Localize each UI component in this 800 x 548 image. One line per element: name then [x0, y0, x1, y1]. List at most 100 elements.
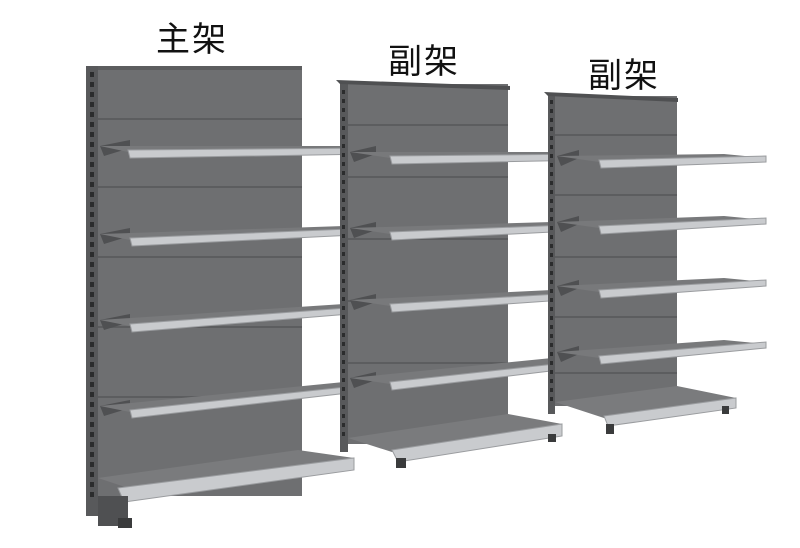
upright-slot: [90, 122, 94, 127]
upright-slot: [90, 462, 94, 467]
upright-slot: [90, 342, 94, 347]
upright-slot: [90, 202, 94, 207]
sub-unit-1-label: 副架: [388, 42, 460, 82]
upright-slot: [550, 235, 553, 239]
upright-slot: [550, 307, 553, 311]
upright-slot: [90, 302, 94, 307]
upright-slot: [90, 152, 94, 157]
upright-slot: [550, 208, 553, 212]
upright-slot: [90, 262, 94, 267]
upright-slot: [342, 117, 345, 121]
panel-groove: [98, 186, 302, 188]
upright-slot: [90, 162, 94, 167]
sub1-base-deck: [348, 414, 562, 452]
panel-groove: [98, 118, 302, 120]
shelf-bracket: [557, 280, 579, 296]
upright-slot: [550, 388, 553, 392]
upright-slot: [90, 192, 94, 197]
upright-slot: [342, 405, 345, 409]
upright-slot: [342, 216, 345, 220]
upright-slot: [90, 382, 94, 387]
upright-slot: [342, 126, 345, 130]
main-base-deck: [98, 450, 354, 492]
upright-slot: [90, 102, 94, 107]
upright-slot: [342, 153, 345, 157]
upright-slot: [90, 432, 94, 437]
upright-slot: [90, 442, 94, 447]
shelf-deck: [350, 290, 592, 306]
upright-slot: [550, 352, 553, 356]
upright-slot: [90, 112, 94, 117]
panel-groove: [348, 238, 508, 240]
upright-slot: [342, 396, 345, 400]
upright-slot: [550, 244, 553, 248]
upright-slot: [90, 292, 94, 297]
main-shelves: [100, 140, 375, 419]
upright-slot: [342, 225, 345, 229]
upright-slot: [342, 324, 345, 328]
upright-slot: [550, 136, 553, 140]
sub1-foot-2: [548, 434, 556, 442]
panel-groove: [555, 372, 677, 374]
shelf-bracket: [350, 222, 376, 238]
upright-slot: [342, 351, 345, 355]
shelf-deck: [557, 340, 766, 358]
upright-slot: [550, 109, 553, 113]
main-back-panel: [98, 66, 302, 496]
panel-groove: [98, 326, 302, 328]
main-foot: [118, 518, 132, 528]
upright-slot: [90, 482, 94, 487]
shelf-bracket: [350, 372, 376, 388]
upright-slot: [342, 288, 345, 292]
shelf-front-lip: [127, 147, 373, 159]
sub1-top-hook: [336, 80, 510, 90]
main-upright-post: [86, 66, 98, 516]
upright-slot: [90, 182, 94, 187]
sub2-base-lip: [603, 397, 737, 427]
upright-slot: [90, 232, 94, 237]
upright-slot: [90, 492, 94, 497]
shelf-front-lip: [598, 217, 767, 235]
upright-slot: [342, 234, 345, 238]
upright-slot: [342, 378, 345, 382]
upright-slot: [90, 332, 94, 337]
upright-slot: [342, 99, 345, 103]
upright-slot: [90, 92, 94, 97]
upright-slot: [90, 142, 94, 147]
shelf-bracket: [557, 216, 579, 232]
upright-slot: [342, 135, 345, 139]
upright-slot: [90, 392, 94, 397]
upright-slot: [550, 370, 553, 374]
upright-slot: [342, 315, 345, 319]
shelf-deck: [557, 278, 766, 292]
upright-slot: [342, 252, 345, 256]
shelf-deck: [100, 304, 374, 326]
main-upright-slots: [90, 72, 94, 497]
shelf-bracket: [350, 294, 376, 310]
upright-slot: [90, 72, 94, 77]
sub-shelf-unit-2: [544, 92, 767, 434]
upright-slot: [550, 172, 553, 176]
upright-slot: [342, 162, 345, 166]
upright-slot: [342, 369, 345, 373]
shelf-deck: [557, 216, 766, 228]
upright-slot: [550, 253, 553, 257]
sub2-base-deck: [555, 386, 736, 418]
upright-slot: [90, 82, 94, 87]
upright-slot: [550, 298, 553, 302]
panel-groove: [555, 134, 677, 136]
upright-slot: [342, 189, 345, 193]
main-panel-top-rail: [98, 66, 302, 70]
upright-slot: [550, 325, 553, 329]
sub1-shelves: [350, 146, 593, 391]
upright-slot: [342, 432, 345, 436]
upright-slot: [342, 297, 345, 301]
upright-slot: [550, 154, 553, 158]
sub1-back-panel: [348, 84, 508, 444]
upright-slot: [90, 372, 94, 377]
shelf-bracket: [557, 346, 579, 362]
upright-slot: [90, 422, 94, 427]
upright-slot: [90, 412, 94, 417]
